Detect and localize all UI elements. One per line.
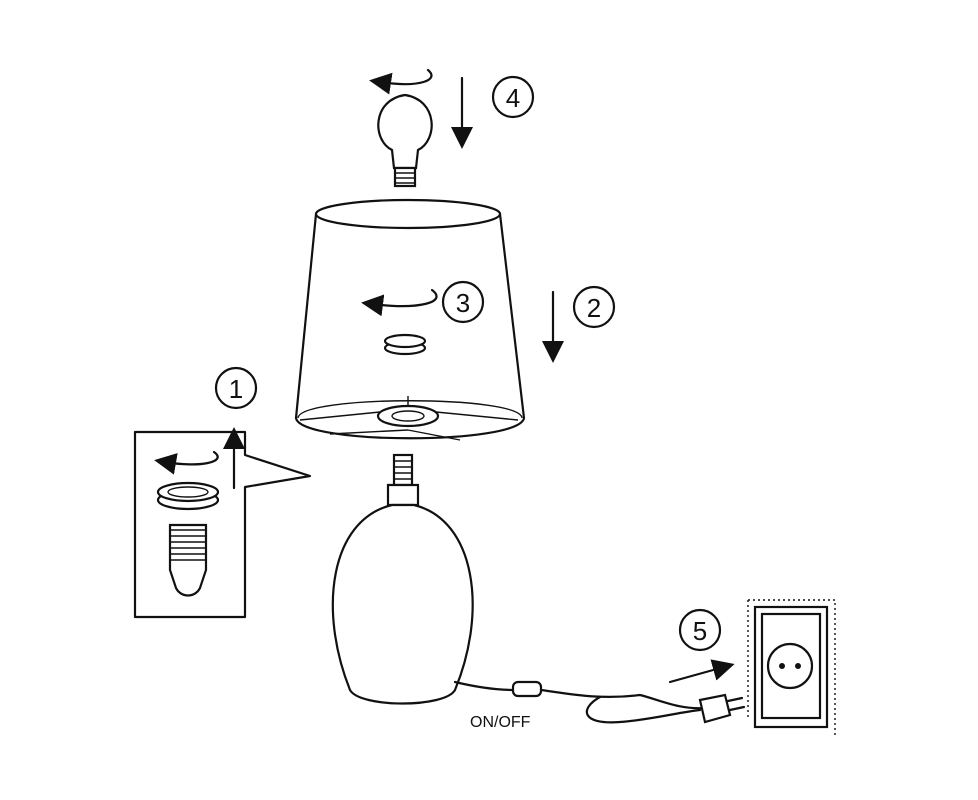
step-5-badge: 5 bbox=[678, 608, 722, 652]
rotate-arrow-icon bbox=[369, 68, 433, 95]
right-arrow-icon bbox=[668, 659, 735, 684]
step-1-badge: 1 bbox=[214, 366, 258, 410]
step-number: 1 bbox=[229, 374, 243, 404]
step-3-badge: 3 bbox=[441, 280, 485, 324]
light-bulb bbox=[377, 93, 433, 188]
power-cord bbox=[453, 680, 746, 724]
rotate-arrow-icon bbox=[361, 288, 438, 317]
detail-inset bbox=[133, 427, 312, 619]
step-2-badge: 2 bbox=[572, 285, 616, 329]
lamp-shade bbox=[294, 198, 526, 441]
lamp-base bbox=[331, 453, 474, 705]
lock-ring bbox=[383, 333, 427, 356]
step-number: 5 bbox=[693, 616, 707, 646]
step-number: 3 bbox=[456, 288, 470, 318]
step-number: 4 bbox=[506, 83, 520, 113]
on-off-label: ON/OFF bbox=[470, 714, 531, 731]
step-4-badge: 4 bbox=[491, 75, 535, 119]
step-number: 2 bbox=[587, 293, 601, 323]
plug-icon bbox=[698, 693, 732, 724]
on-off-switch bbox=[511, 680, 543, 698]
wall-socket bbox=[747, 599, 836, 735]
